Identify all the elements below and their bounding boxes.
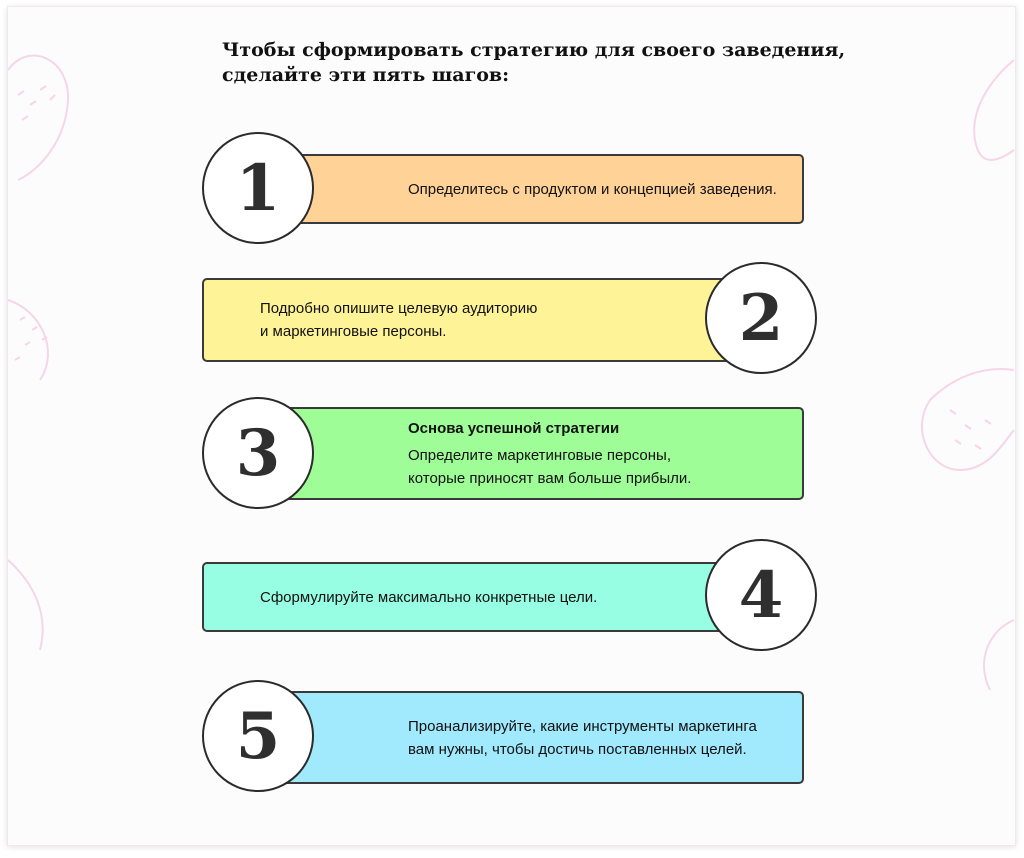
- step-4-number: 4: [738, 557, 784, 633]
- step-4-box: Сформулируйте максимально конкретные цел…: [202, 562, 750, 632]
- step-3-number: 3: [235, 415, 281, 491]
- step-2-box: Подробно опишите целевую аудиторию и мар…: [202, 278, 750, 362]
- step-3-text-line-1: Определите маркетинговые персоны,: [408, 447, 671, 464]
- step-3-text-line-2: которые приносят вам больше прибыли.: [408, 470, 692, 487]
- step-5-text-line-2: вам нужны, чтобы достичь поставленных це…: [408, 740, 747, 758]
- title-line-1: Чтобы сформировать стратегию для своего …: [222, 39, 846, 61]
- step-3-box: Основа успешной стратегии Определите мар…: [258, 407, 804, 500]
- step-3-number-circle: 3: [202, 397, 314, 509]
- step-5-box: Проанализируйте, какие инструменты марке…: [258, 691, 804, 784]
- step-3-heading: Основа успешной стратегии: [408, 420, 620, 437]
- step-1-number-circle: 1: [202, 132, 314, 244]
- step-5-number-circle: 5: [202, 680, 314, 792]
- step-5-number: 5: [235, 698, 281, 774]
- step-4-text: Сформулируйте максимально конкретные цел…: [260, 588, 598, 606]
- title-line-2: сделайте эти пять шагов:: [222, 64, 510, 86]
- step-1-text: Определитесь с продуктом и концепцией за…: [408, 180, 777, 198]
- step-4-number-circle: 4: [705, 539, 817, 651]
- step-2-number: 2: [738, 280, 784, 356]
- step-2-number-circle: 2: [705, 262, 817, 374]
- step-1-box: Определитесь с продуктом и концепцией за…: [258, 154, 804, 224]
- step-2-text-line-2: и маркетинговые персоны.: [260, 323, 447, 340]
- step-1-number: 1: [235, 150, 281, 226]
- page-title: Чтобы сформировать стратегию для своего …: [222, 38, 862, 88]
- step-5-text-line-1: Проанализируйте, какие инструменты марке…: [408, 717, 757, 735]
- step-2-text-line-1: Подробно опишите целевую аудиторию: [260, 300, 538, 317]
